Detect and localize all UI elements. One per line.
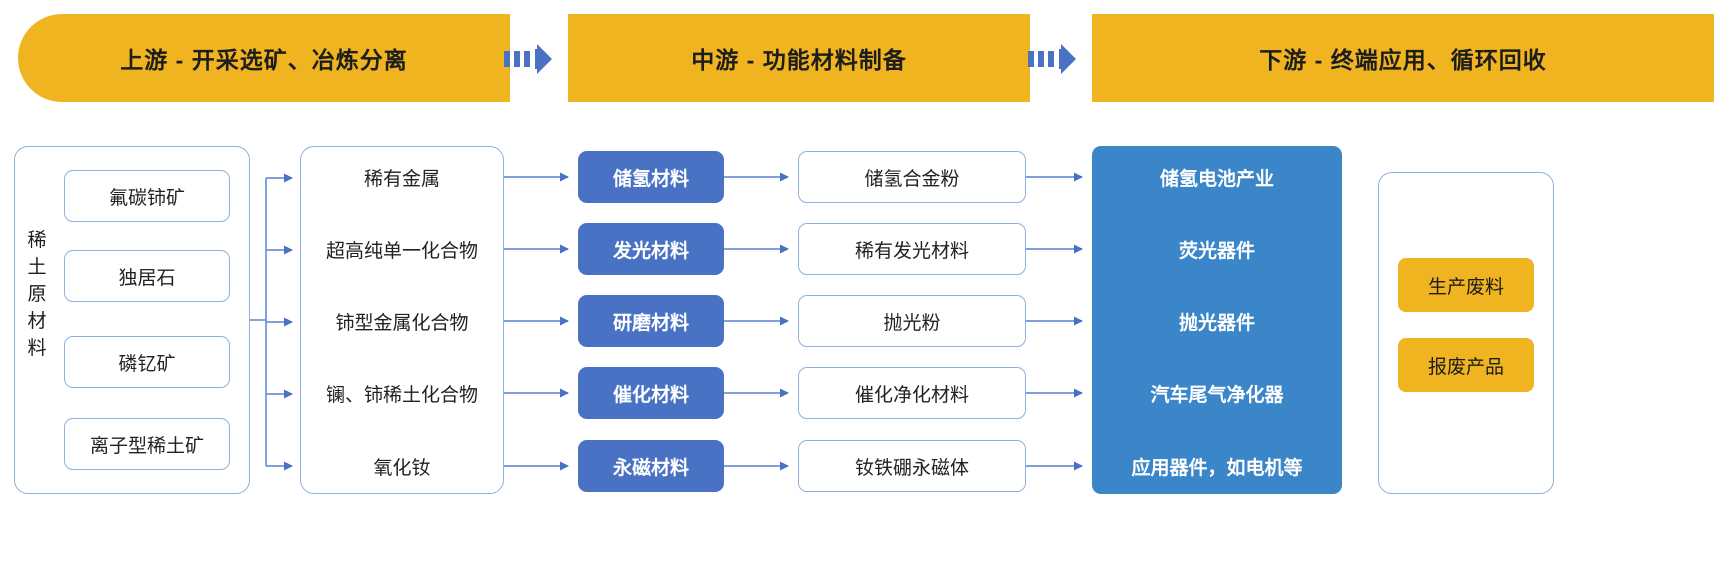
compound-item[interactable]: 铈型金属化合物 — [335, 312, 469, 334]
raw-label-char: 土 — [27, 256, 47, 278]
raw-material-box[interactable]: 氟碳铈矿 — [64, 170, 230, 222]
functional-material-box[interactable]: 发光材料 — [578, 223, 724, 275]
chevron-arrow-right-icon — [1028, 44, 1094, 74]
raw-label-char: 料 — [27, 337, 47, 359]
application-panel — [1092, 146, 1342, 494]
raw-label-char: 材 — [27, 310, 47, 332]
stage-band-midstream: 中游 - 功能材料制备 — [568, 14, 1030, 102]
stage-band-downstream: 下游 - 终端应用、循环回收 — [1092, 14, 1714, 102]
raw-material-box[interactable]: 独居石 — [64, 250, 230, 302]
compound-item[interactable]: 稀有金属 — [363, 168, 440, 190]
application-item[interactable]: 储氢电池产业 — [1159, 168, 1274, 190]
product-box[interactable]: 储氢合金粉 — [798, 151, 1026, 203]
compound-item[interactable]: 镧、铈稀土化合物 — [325, 384, 478, 406]
functional-material-box[interactable]: 催化材料 — [578, 367, 724, 419]
recycling-box[interactable]: 报废产品 — [1398, 338, 1534, 392]
compound-item[interactable]: 氧化钕 — [373, 457, 431, 479]
chevron-arrow-right-icon — [504, 44, 570, 74]
application-item[interactable]: 汽车尾气净化器 — [1150, 384, 1284, 406]
raw-material-box[interactable]: 离子型稀土矿 — [64, 418, 230, 470]
stage-band-upstream: 上游 - 开采选矿、冶炼分离 — [18, 14, 510, 102]
recycling-group — [1378, 172, 1554, 494]
product-box[interactable]: 钕铁硼永磁体 — [798, 440, 1026, 492]
compound-group — [300, 146, 504, 494]
application-item[interactable]: 抛光器件 — [1178, 312, 1255, 334]
functional-material-box[interactable]: 储氢材料 — [578, 151, 724, 203]
application-item[interactable]: 荧光器件 — [1178, 240, 1255, 262]
raw-label-char: 稀 — [27, 230, 47, 251]
product-box[interactable]: 催化净化材料 — [798, 367, 1026, 419]
raw-label-char: 原 — [27, 283, 47, 305]
recycling-box[interactable]: 生产废料 — [1398, 258, 1534, 312]
compound-item[interactable]: 超高纯单一化合物 — [325, 240, 478, 262]
functional-material-box[interactable]: 研磨材料 — [578, 295, 724, 347]
raw-material-box[interactable]: 磷钇矿 — [64, 336, 230, 388]
functional-material-box[interactable]: 永磁材料 — [578, 440, 724, 492]
raw-material-group-label: 稀 土 原 材 料 — [22, 228, 52, 363]
application-item[interactable]: 应用器件，如电机等 — [1131, 457, 1303, 479]
product-box[interactable]: 稀有发光材料 — [798, 223, 1026, 275]
product-box[interactable]: 抛光粉 — [798, 295, 1026, 347]
